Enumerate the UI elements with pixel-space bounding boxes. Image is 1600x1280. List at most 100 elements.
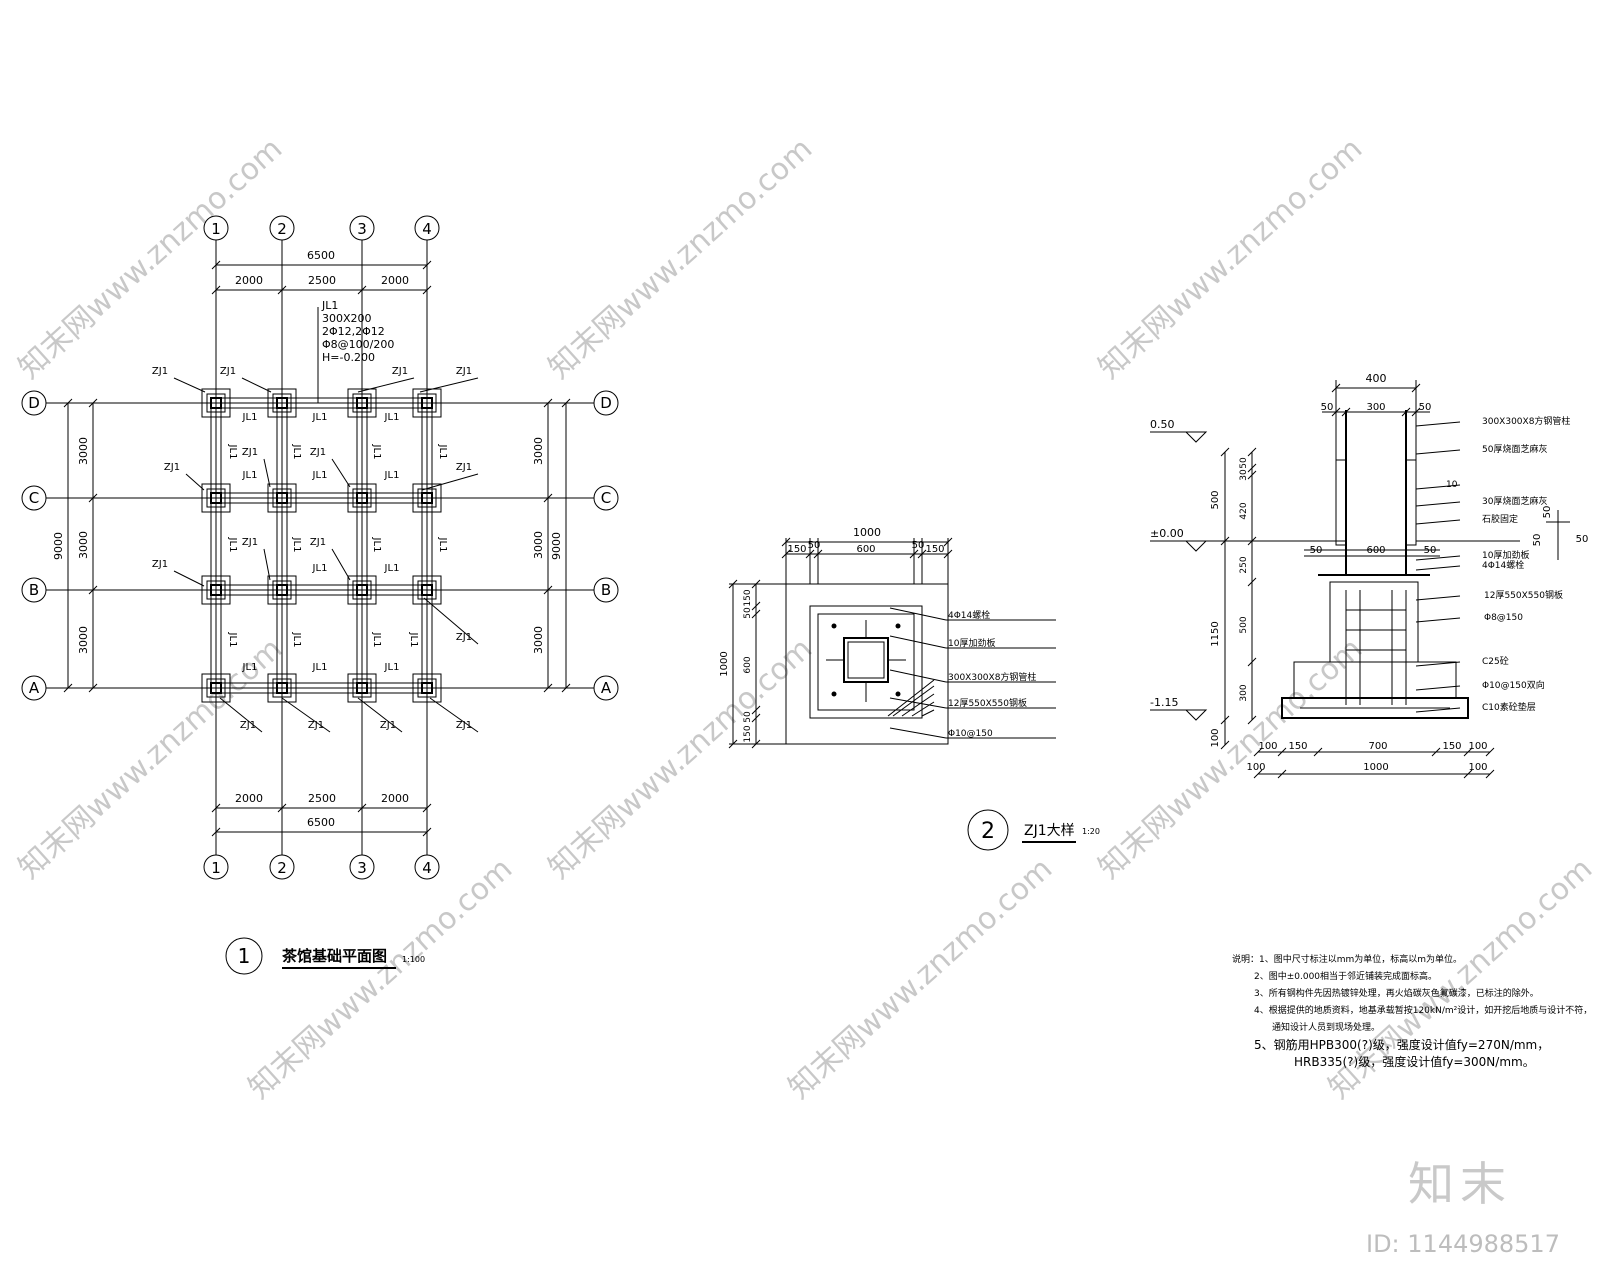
dim-bottom-2: 1000 <box>1363 762 1388 773</box>
callout-leader <box>1415 685 1461 691</box>
title-number: 2 <box>981 819 995 844</box>
dim-left: 1150 <box>1210 621 1221 646</box>
footing-outer <box>347 575 377 605</box>
footing-outer <box>347 388 377 418</box>
column-box <box>356 682 368 694</box>
dim-left-inner: 420 <box>1239 502 1249 519</box>
dim-side: 3000 <box>77 437 90 465</box>
column-box <box>421 397 433 409</box>
brand-logo: 知末 <box>1408 1157 1512 1211</box>
beam-label: JL1 <box>384 662 400 673</box>
footing-outer <box>412 388 442 418</box>
hatch-line <box>911 701 935 717</box>
footing-outer <box>201 388 231 418</box>
dim-tick <box>543 683 553 693</box>
watermark-text: 知末网www.znzmo.com <box>782 851 1059 1106</box>
plate-outline <box>809 605 923 719</box>
dim-left-inner: 50 <box>1239 457 1249 469</box>
dim-side: 3000 <box>532 626 545 654</box>
dim-tick <box>357 285 367 295</box>
beam-label-vertical: JL1 <box>437 537 448 553</box>
dim-tick <box>88 585 98 595</box>
side-dim: 50 <box>1576 534 1589 545</box>
footing-label: ZJ1 <box>380 720 396 731</box>
dim-tick <box>422 803 432 813</box>
column-box <box>276 397 288 409</box>
detail-callout: 300X300X8方钢管柱 <box>948 671 1036 683</box>
footing-plate <box>272 678 292 698</box>
dim-side: 3000 <box>77 626 90 654</box>
dim-bottom: 700 <box>1368 741 1387 752</box>
footing-label: ZJ1 <box>220 366 236 377</box>
dim-tick <box>1253 747 1263 757</box>
dim-tick <box>561 398 571 408</box>
footing-label: ZJ1 <box>240 720 256 731</box>
axis-label-top: 3 <box>357 220 367 238</box>
callout-leader <box>421 473 479 491</box>
axis-label-bottom: 2 <box>277 859 287 877</box>
dim-bottom: 100 <box>1468 741 1487 752</box>
note-line-4: 4、根据提供的地质资料，地基承载暂按120kN/m²设计，如开挖后地质与设计不符… <box>1254 1006 1593 1016</box>
dim-left-inner: 500 <box>1239 616 1249 633</box>
dim-tick <box>422 285 432 295</box>
dim-tick <box>211 803 221 813</box>
callout-leader <box>1415 484 1461 490</box>
dim-mid: 600 <box>1366 545 1385 556</box>
dim-tick <box>1220 447 1230 457</box>
watermark-text: 知末网www.znzmo.com <box>1092 131 1369 386</box>
column-box <box>356 397 368 409</box>
hatch-line <box>892 685 935 717</box>
beam-label: JL1 <box>312 412 328 423</box>
axis-label-left: C <box>29 489 39 507</box>
callout-leader <box>1415 565 1461 571</box>
watermark-text: 知末网www.znzmo.com <box>542 131 819 386</box>
beam-note-line: 2Φ12,2Φ12 <box>322 325 385 338</box>
dim-bottom: 2500 <box>308 792 336 805</box>
title-number: 1 <box>238 944 251 968</box>
column-box <box>276 584 288 596</box>
dim-tick <box>543 585 553 595</box>
section-callout: 4Φ14螺栓 <box>1482 559 1524 571</box>
level-bottom: -1.15 <box>1150 696 1178 709</box>
beam-label: JL1 <box>384 470 400 481</box>
section-callout: Φ10@150双向 <box>1482 679 1545 691</box>
beam-label-vertical: JL1 <box>408 632 419 648</box>
beam-label-vertical: JL1 <box>291 537 302 553</box>
tube-column <box>843 637 889 683</box>
callout-leader <box>173 570 205 587</box>
note-line-7: HRB335(?)级，强度设计值fy=300N/mm。 <box>1294 1055 1535 1069</box>
callout-leader <box>219 697 263 733</box>
dim-left: 600 <box>743 656 753 673</box>
section-callout: 50厚烧面芝麻灰 <box>1482 443 1547 455</box>
callout-leader <box>1415 661 1461 667</box>
footing-plate <box>206 488 226 508</box>
footing-outer <box>201 673 231 703</box>
footing-label: ZJ1 <box>456 632 472 643</box>
footing-label: ZJ1 <box>164 462 180 473</box>
callout-leader <box>429 697 479 733</box>
detail-callout: 10厚加劲板 <box>948 637 995 649</box>
callout-leader <box>889 669 947 683</box>
dim-top: 150 <box>925 544 944 555</box>
beam-note-line: Φ8@100/200 <box>322 338 394 351</box>
footing-outer <box>201 575 231 605</box>
dim-bottom-total: 6500 <box>307 816 335 829</box>
dim-tick <box>63 683 73 693</box>
footing-plate <box>352 580 372 600</box>
beam-note-line: 300X200 <box>322 312 372 325</box>
dim-tick <box>751 705 761 715</box>
dim-tick <box>1463 769 1473 779</box>
footing-label: ZJ1 <box>456 462 472 473</box>
dim-left: 150 <box>743 589 753 606</box>
watermark-text: 知末网www.znzmo.com <box>1092 631 1369 886</box>
dim-top-total: 400 <box>1366 372 1387 385</box>
beam-label: JL1 <box>384 412 400 423</box>
section-callout: C25砼 <box>1482 655 1509 667</box>
callout-leader <box>263 548 271 581</box>
footing-outer <box>267 673 297 703</box>
dim-left-total: 1000 <box>719 651 730 676</box>
dim-tick <box>751 609 761 619</box>
level-zero: ±0.00 <box>1150 527 1184 540</box>
footing-outer <box>267 575 297 605</box>
